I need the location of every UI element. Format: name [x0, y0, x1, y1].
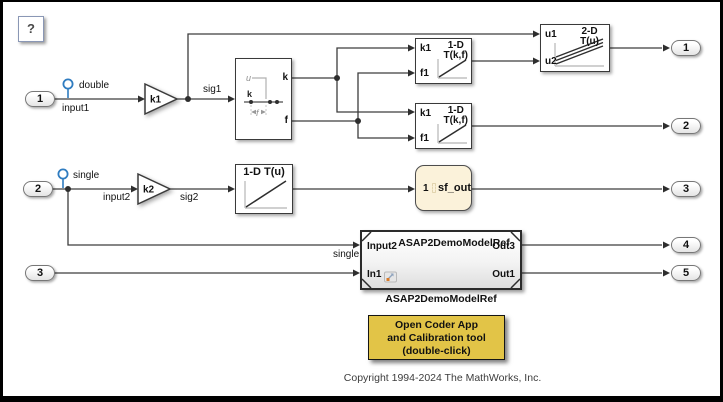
- lookup-curve-icon: [244, 180, 287, 209]
- prelookup-out-f: f: [284, 115, 288, 126]
- interp-type-label: 1-D T(k,f): [444, 41, 468, 61]
- arrowheads: [131, 30, 670, 277]
- lookup2d-block[interactable]: u1 u2 2-D T(u): [540, 24, 610, 72]
- modelref-title: ASAP2DemoModelRef: [398, 237, 510, 249]
- sfout-ghost-icon: [431, 183, 436, 193]
- lookup1d-title: 1-D T(u): [243, 166, 285, 178]
- wire-sig1-to-lookup2d-u1[interactable]: [187, 33, 533, 99]
- wire-f-to-interp-bottom[interactable]: [357, 121, 408, 139]
- window-border-top: [0, 0, 723, 2]
- signal-label-sig1: sig1: [203, 84, 222, 95]
- wire-f-to-interp-top[interactable]: [357, 72, 408, 121]
- variant-badge-icon: [384, 271, 397, 283]
- interp-block-bottom[interactable]: k1 f1 1-D T(k,f): [415, 103, 472, 149]
- signal-label-single: single: [73, 170, 100, 181]
- modelref-block[interactable]: ASAP2DemoModelRef Input2 In1 Out3 Out1: [360, 230, 522, 290]
- interp-type-line2: T(k,f): [443, 50, 468, 61]
- outport-4[interactable]: 4: [671, 237, 701, 253]
- lookup-curve-icon: [437, 59, 467, 79]
- modelref-port-out1: Out1: [492, 269, 515, 280]
- inport-2[interactable]: 2: [23, 181, 53, 197]
- modelref-port-out3: Out3: [492, 241, 515, 252]
- interp-in-k1: k1: [420, 43, 432, 54]
- outport-3[interactable]: 3: [671, 181, 701, 197]
- window-border-right: [720, 0, 723, 402]
- lookup2d-curves-icon: [554, 38, 604, 67]
- lookup1d-block[interactable]: 1-D T(u): [235, 164, 293, 214]
- lookup2d-type-line2: T(u): [580, 36, 599, 47]
- modelref-caption: ASAP2DemoModelRef: [385, 293, 497, 305]
- wire-k-to-interp-bottom[interactable]: [336, 78, 408, 113]
- interp-type-line1: 1-D: [447, 40, 464, 51]
- signal-probe-icon[interactable]: [61, 76, 75, 100]
- coder-button-line1: Open Coder App: [394, 319, 479, 331]
- outport-1[interactable]: 1: [671, 40, 701, 56]
- interp-type-line1: 1-D: [447, 105, 464, 116]
- interp-in-f1: f1: [420, 133, 429, 144]
- outport-2[interactable]: 2: [671, 118, 701, 134]
- outport-5[interactable]: 5: [671, 265, 701, 281]
- interp-in-k1: k1: [420, 108, 432, 119]
- sfout-name: sf_out: [438, 182, 471, 194]
- wire-single-to-modelref-input2[interactable]: [67, 189, 353, 246]
- sfout-port-number: 1: [423, 182, 429, 194]
- open-coder-app-button[interactable]: Open Coder App and Calibration tool (dou…: [368, 315, 505, 360]
- lookup2d-in-u2: u2: [545, 56, 557, 67]
- interp-type-label: 1-D T(k,f): [444, 106, 468, 126]
- gain-triangle: [144, 82, 179, 116]
- inport-1[interactable]: 1: [25, 91, 55, 107]
- signal-label-input2: input2: [103, 192, 131, 203]
- inport-3[interactable]: 3: [25, 265, 55, 281]
- signal-label-single-modelref: single: [333, 249, 360, 260]
- coder-button-line3: (double-click): [402, 345, 471, 357]
- modelref-corner-notches: [362, 232, 520, 288]
- prelookup-icon: u k f: [244, 73, 283, 118]
- window-border-bottom: [0, 396, 723, 402]
- branch-dots: [65, 75, 361, 192]
- coder-button-line2: and Calibration tool: [387, 332, 486, 344]
- signal-label-double: double: [79, 80, 110, 91]
- prelookup-icon-u: u: [246, 73, 251, 83]
- gain-triangle: [137, 172, 172, 206]
- signal-probe-icon[interactable]: [56, 166, 70, 190]
- copyright-text: Copyright 1994-2024 The MathWorks, Inc.: [343, 372, 542, 384]
- signal-label-input1: input1: [62, 103, 90, 114]
- sf-out-block[interactable]: 1 sf_out: [415, 165, 472, 211]
- window-border-left: [0, 0, 3, 402]
- modelref-port-in1: In1: [367, 269, 382, 280]
- lookup2d-in-u1: u1: [545, 29, 557, 40]
- prelookup-icon-f: f: [256, 108, 260, 118]
- prelookup-out-k: k: [282, 72, 288, 83]
- signal-label-sig2: sig2: [180, 192, 199, 203]
- interp-block-top[interactable]: k1 f1 1-D T(k,f): [415, 38, 472, 84]
- lookup2d-type-label: 2-D T(u): [580, 27, 599, 47]
- interp-type-line2: T(k,f): [443, 115, 468, 126]
- lookup2d-type-line1: 2-D: [581, 26, 598, 37]
- prelookup-block[interactable]: k f u k f: [235, 58, 292, 140]
- help-button[interactable]: ?: [18, 16, 44, 42]
- lookup-curve-icon: [437, 124, 467, 144]
- interp-in-f1: f1: [420, 68, 429, 79]
- modelref-port-input2: Input2: [367, 241, 397, 252]
- wire-k-to-interp-top[interactable]: [336, 47, 408, 78]
- gain-block-k2[interactable]: k2: [137, 172, 172, 207]
- gain-block-k1[interactable]: k1: [144, 82, 179, 117]
- gain-label: k1: [150, 94, 162, 105]
- prelookup-icon-k: k: [247, 89, 253, 99]
- gain-label: k2: [143, 184, 155, 195]
